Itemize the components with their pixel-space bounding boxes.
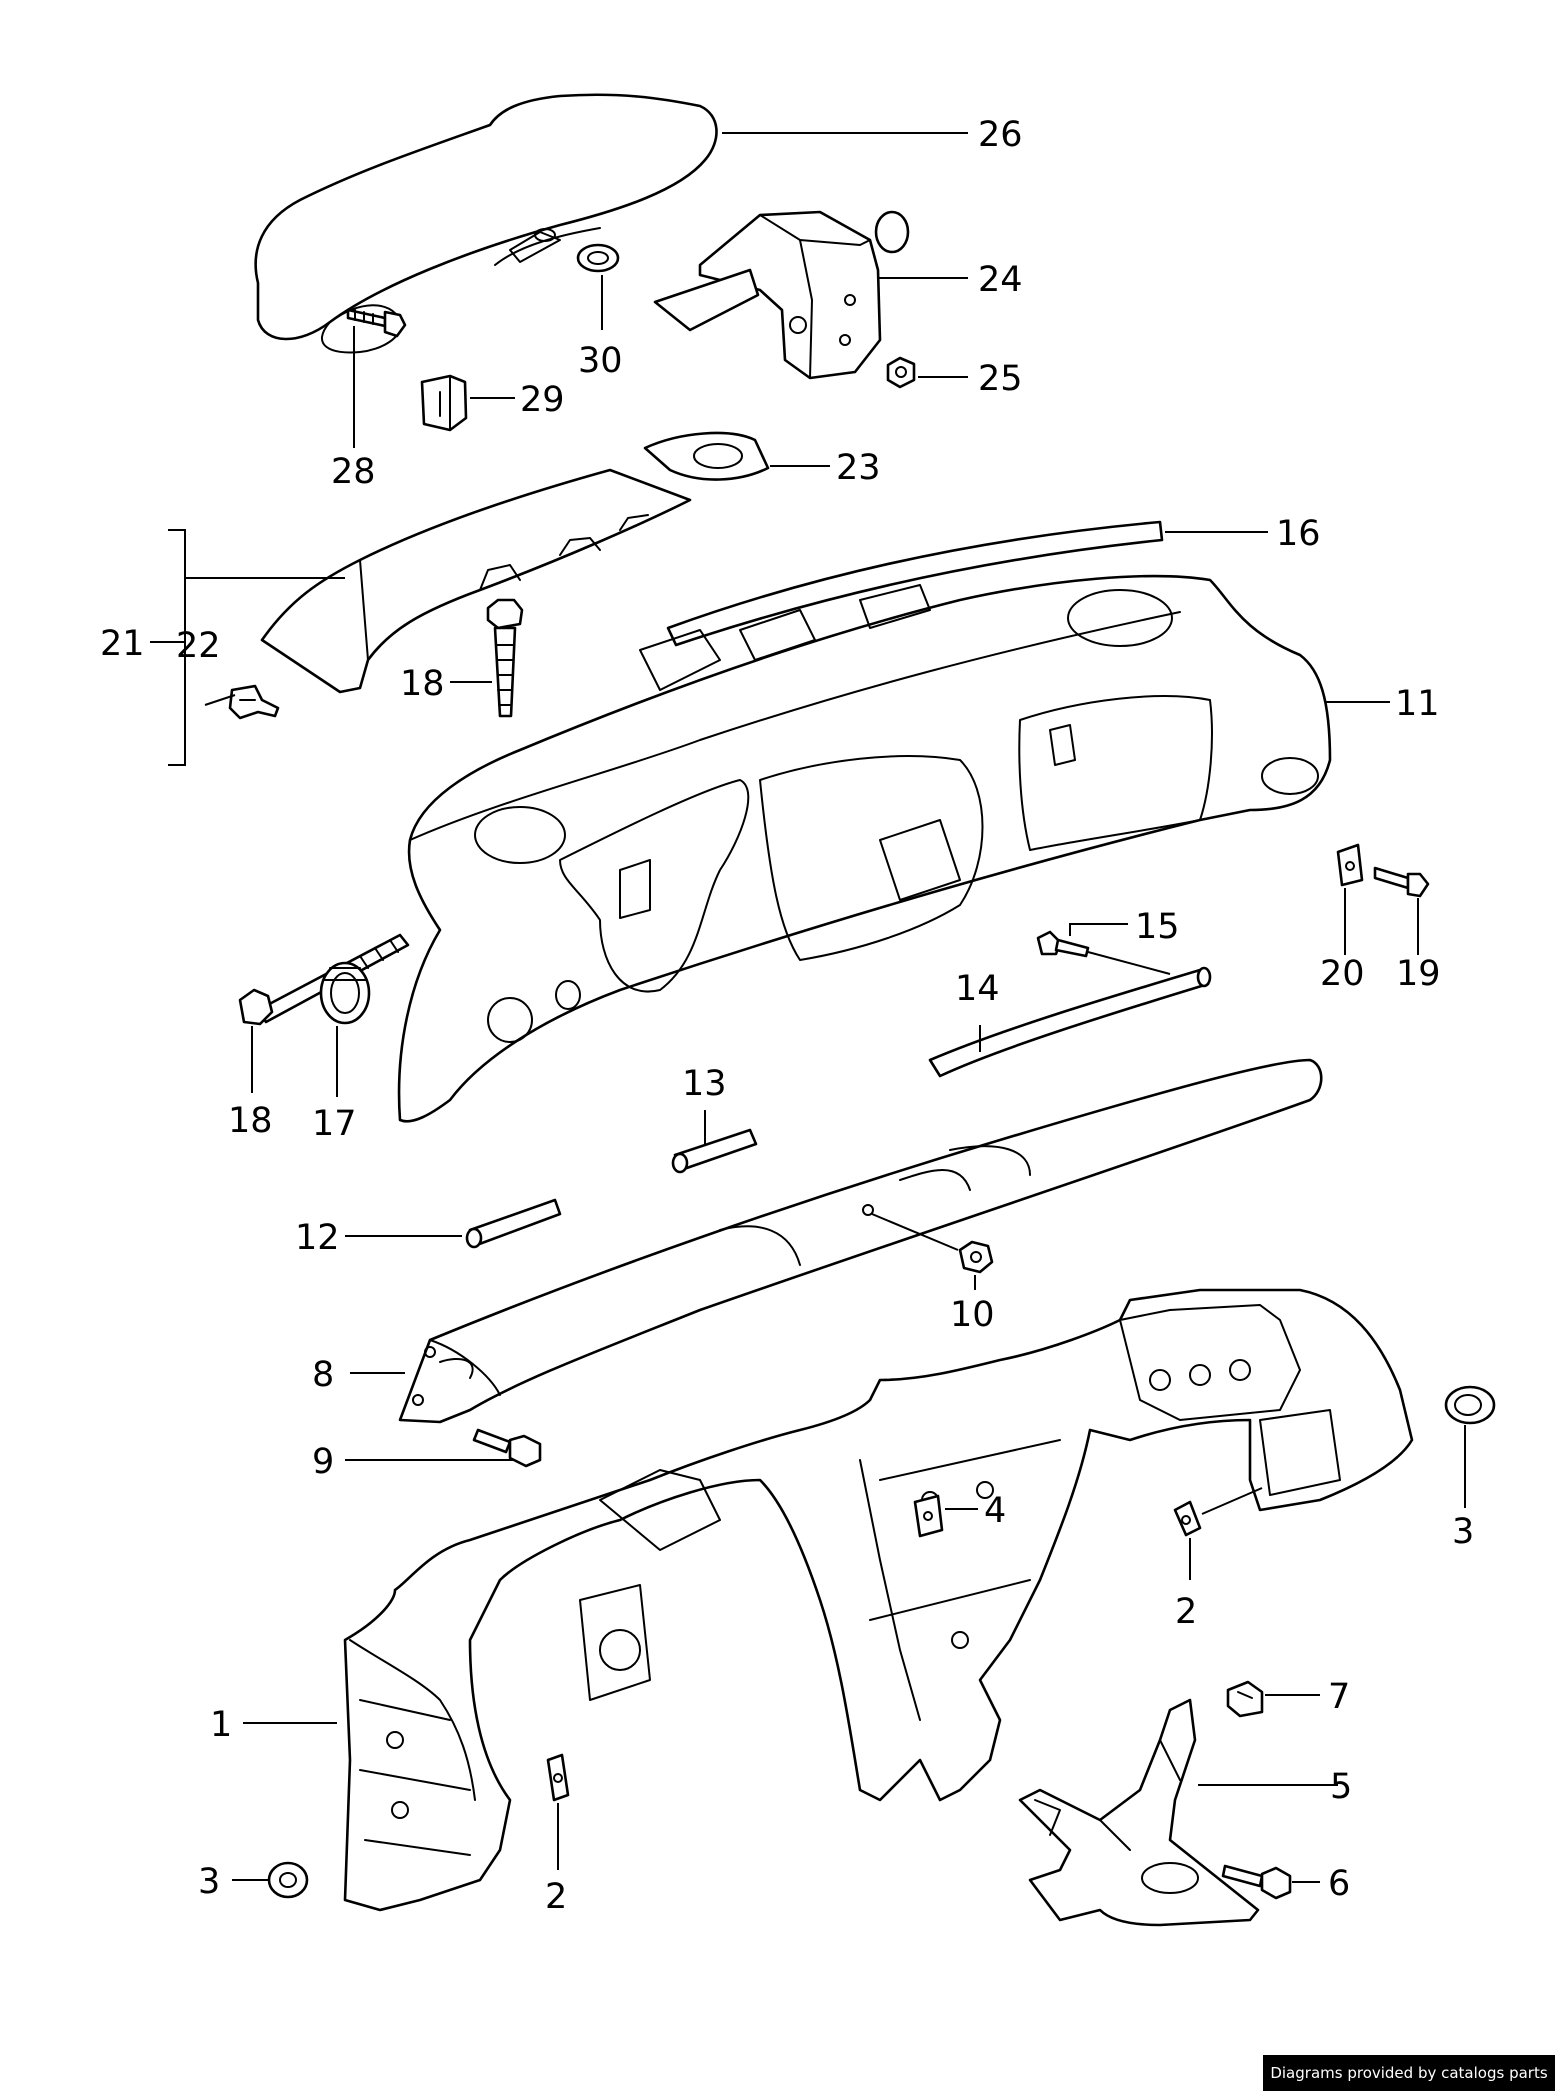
label-18-lower: 18 — [228, 1101, 273, 1141]
part-2-clip-left[interactable] — [546, 1753, 570, 1802]
part-24-bracket[interactable] — [653, 210, 910, 380]
part-19-screw[interactable] — [1373, 866, 1430, 898]
label-23: 23 — [836, 448, 881, 488]
part-13-pin[interactable] — [671, 1128, 758, 1174]
label-18-upper: 18 — [400, 664, 445, 704]
part-6-bolt[interactable] — [1221, 1864, 1292, 1900]
label-16: 16 — [1276, 514, 1321, 554]
part-18-bolt-upper[interactable] — [486, 598, 524, 718]
part-3-bushing-left[interactable] — [267, 1861, 309, 1899]
part-8-cross-tube[interactable] — [398, 1058, 1323, 1424]
part-25-nut[interactable] — [886, 356, 916, 389]
label-20: 20 — [1320, 954, 1365, 994]
part-16-trim-strip[interactable] — [666, 520, 1164, 647]
label-15: 15 — [1135, 907, 1180, 947]
part-23-cover-cap[interactable] — [643, 431, 770, 481]
label-14: 14 — [955, 969, 1000, 1009]
part-5-lower-bracket[interactable] — [1018, 1698, 1260, 1927]
label-22: 22 — [176, 626, 221, 666]
label-7: 7 — [1328, 1677, 1350, 1717]
label-8: 8 — [312, 1355, 334, 1395]
diagram-credit-badge: Diagrams provided by catalogs parts — [1263, 2055, 1555, 2091]
label-3-left: 3 — [198, 1862, 220, 1902]
part-7-clip[interactable] — [1226, 1680, 1264, 1718]
part-10-nut[interactable] — [958, 1240, 994, 1274]
label-17: 17 — [312, 1104, 357, 1144]
label-4: 4 — [984, 1491, 1006, 1531]
part-11-dashboard-carrier[interactable] — [397, 574, 1332, 1123]
part-14-rod[interactable] — [928, 966, 1212, 1078]
label-19: 19 — [1396, 954, 1441, 994]
part-22-clip[interactable] — [228, 684, 280, 720]
label-24: 24 — [978, 260, 1023, 300]
label-11: 11 — [1395, 684, 1440, 724]
label-3-right: 3 — [1452, 1512, 1474, 1552]
label-10: 10 — [950, 1295, 995, 1335]
part-9-bolt[interactable] — [472, 1428, 542, 1468]
label-12: 12 — [295, 1218, 340, 1258]
part-3-bushing-right[interactable] — [1444, 1385, 1496, 1425]
label-9: 9 — [312, 1442, 334, 1482]
part-4-speed-nut[interactable] — [913, 1494, 944, 1538]
label-29: 29 — [520, 380, 565, 420]
label-6: 6 — [1328, 1864, 1350, 1904]
label-1: 1 — [210, 1705, 232, 1745]
part-29-clip[interactable] — [420, 374, 468, 432]
part-15-screw[interactable] — [1036, 930, 1090, 958]
part-20-speed-nut[interactable] — [1336, 843, 1364, 887]
label-25: 25 — [978, 359, 1023, 399]
part-28-screw[interactable] — [346, 308, 407, 338]
part-17-grommet[interactable] — [319, 961, 371, 1025]
label-2-right: 2 — [1175, 1592, 1197, 1632]
part-21-defroster-panel[interactable] — [260, 468, 692, 694]
label-26: 26 — [978, 115, 1023, 155]
label-2-left: 2 — [545, 1877, 567, 1917]
label-28: 28 — [331, 452, 376, 492]
label-30: 30 — [578, 341, 623, 381]
part-30-grommet[interactable] — [576, 243, 620, 273]
label-13: 13 — [682, 1064, 727, 1104]
part-12-pin[interactable] — [465, 1198, 562, 1249]
part-2-clip-right[interactable] — [1173, 1500, 1202, 1537]
part-26-dash-top-cover[interactable] — [254, 93, 718, 354]
label-5: 5 — [1330, 1767, 1352, 1807]
label-21: 21 — [100, 624, 145, 664]
